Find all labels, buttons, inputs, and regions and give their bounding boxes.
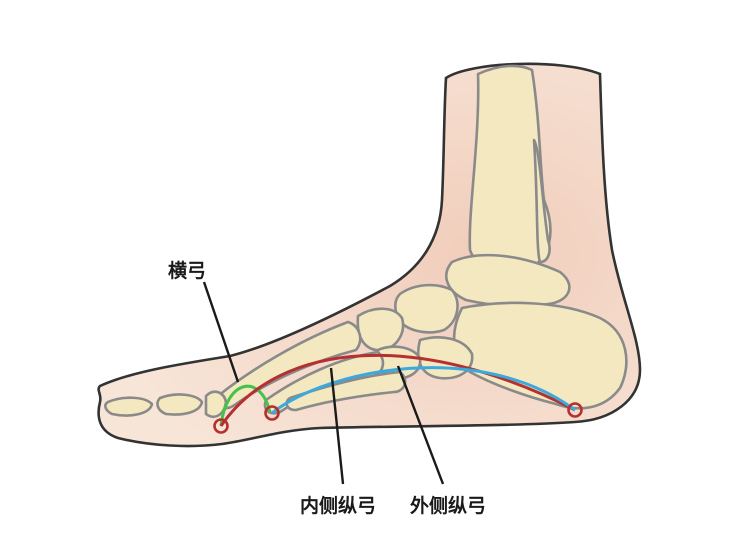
arch-point-fifth-metatarsal bbox=[264, 405, 280, 421]
navicular-bone bbox=[393, 283, 459, 334]
arch-point-first-metatarsal bbox=[213, 418, 229, 434]
lateral-arch-label: 外侧纵弓 bbox=[410, 495, 487, 517]
lateral-arch-line bbox=[271, 366, 576, 415]
medial-arch-label: 内侧纵弓 bbox=[300, 495, 377, 517]
foot-bones bbox=[104, 64, 628, 418]
metatarsal-bone bbox=[285, 370, 407, 412]
arch-point-heel bbox=[567, 402, 583, 418]
fibula-bone bbox=[532, 138, 551, 264]
phalanx-bone bbox=[156, 393, 204, 416]
transverse-arch-leader bbox=[202, 281, 240, 383]
cuneiform-bone bbox=[356, 307, 405, 352]
medial-arch-line bbox=[219, 353, 576, 427]
calcaneus-bone bbox=[452, 301, 628, 410]
lateral-arch-leader bbox=[396, 365, 445, 485]
transverse-arch-label: 横弓 bbox=[168, 260, 207, 282]
transverse-arch-line bbox=[219, 384, 272, 427]
medial-arch-leader bbox=[329, 367, 345, 485]
phalanx-bone bbox=[104, 396, 154, 417]
